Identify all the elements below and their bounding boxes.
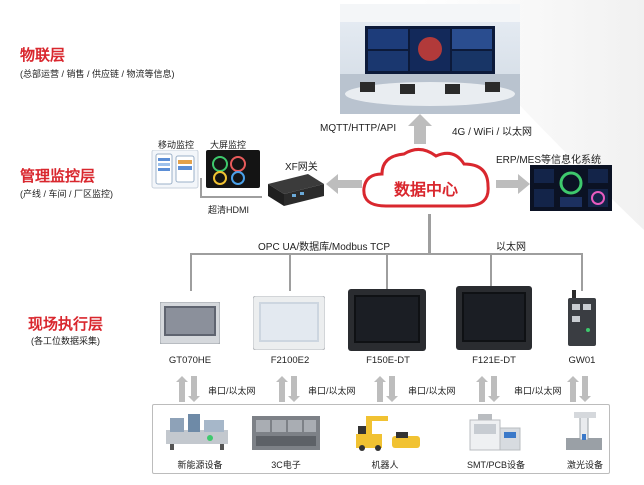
machine-label: 3C电子 <box>271 460 301 470</box>
serial-label: 串口/以太网 <box>408 386 456 396</box>
serial-label: 串口/以太网 <box>308 386 356 396</box>
bus-label-right: 以太网 <box>496 242 526 253</box>
hmi-device-f2100e2 <box>253 296 325 350</box>
serial-arrows <box>176 376 591 402</box>
link-label-right: 4G / WiFi / 以太网 <box>452 127 532 138</box>
data-center-label: 数据中心 <box>393 182 458 199</box>
layer-title-mgmt: 管理监控层 <box>20 168 96 185</box>
bus-label-left: OPC UA/数据库/Modbus TCP <box>258 242 391 253</box>
laser-machine-image <box>566 412 602 450</box>
layer-title-iot: 物联层 <box>20 47 66 64</box>
device-label: F150E-DT <box>366 355 410 366</box>
serial-label: 串口/以太网 <box>514 386 562 396</box>
layer-title-field: 现场执行层 <box>28 316 104 333</box>
link-label-left: MQTT/HTTP/API <box>320 123 397 134</box>
layer-subtitle-field: (各工位数据采集) <box>31 336 100 346</box>
hdmi-label: 超清HDMI <box>208 205 249 215</box>
device-label: F121E-DT <box>472 355 516 366</box>
big-screen-label: 大屏监控 <box>210 140 247 150</box>
machine-label: 激光设备 <box>566 460 603 470</box>
gateway-label: XF网关 <box>285 162 318 173</box>
layer-subtitle-mgmt: (产线 / 车间 / 厂区监控) <box>20 189 113 199</box>
gateway-device-gw01 <box>568 290 596 346</box>
machine-label: 新能源设备 <box>177 460 223 470</box>
device-label: F2100E2 <box>270 355 310 366</box>
device-label: GW01 <box>568 355 596 366</box>
electronics-machine-image <box>252 416 320 450</box>
serial-label: 串口/以太网 <box>208 386 256 396</box>
erp-label: ERP/MES等信息化系统 <box>496 155 602 166</box>
monitor-screens-image <box>151 150 260 189</box>
mobile-monitor-label: 移动监控 <box>158 140 195 150</box>
smt-machine-image <box>469 414 521 451</box>
robot-image <box>356 416 420 451</box>
hmi-device-gt070he <box>160 302 220 344</box>
layer-subtitle-iot: (总部运营 / 销售 / 供应链 / 物流等信息) <box>20 69 175 79</box>
machine-label: SMT/PCB设备 <box>466 460 525 470</box>
device-label: GT070HE <box>168 355 212 366</box>
machines-panel <box>152 404 610 474</box>
control-room-image <box>340 4 520 114</box>
gateway-device-image <box>268 174 324 206</box>
cloud-icon <box>362 148 490 208</box>
machine-label: 机器人 <box>371 460 399 470</box>
hmi-device-f150e-dt <box>348 289 426 351</box>
hmi-device-f121e-dt <box>456 286 532 350</box>
erp-dashboard-image <box>530 165 612 211</box>
new-energy-machine-image <box>166 414 228 450</box>
